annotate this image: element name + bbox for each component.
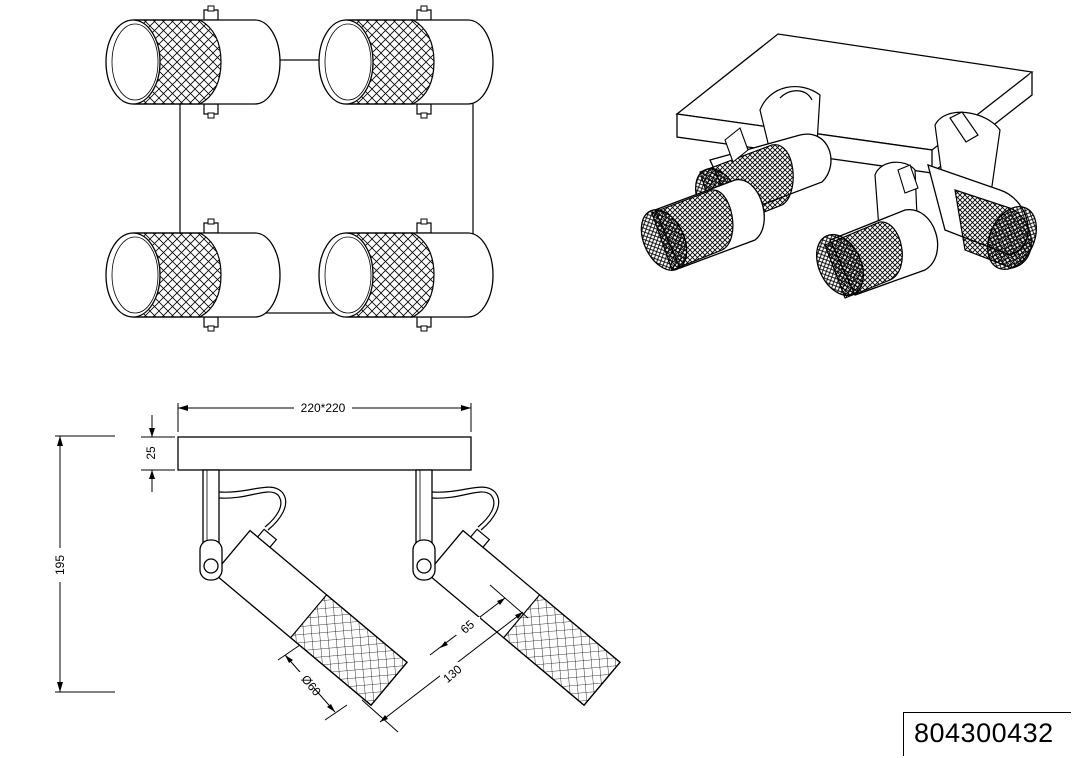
svg-text:25: 25 xyxy=(144,446,158,460)
iso-spotlight-2 xyxy=(640,127,765,271)
side-spotlight-left xyxy=(199,469,415,706)
spotlight-bottom-left xyxy=(105,218,281,332)
spotlight-top-right xyxy=(318,5,494,119)
dimension-shade-length: 130 xyxy=(361,584,529,733)
spotlight-top-left xyxy=(105,5,281,119)
dimension-mesh-length: 65 xyxy=(429,597,506,656)
top-view xyxy=(105,5,494,332)
dimension-total-height: 195 xyxy=(52,435,115,693)
svg-text:220*220: 220*220 xyxy=(301,401,346,415)
side-mounting-plate xyxy=(177,436,472,471)
iso-spotlight-4 xyxy=(816,161,939,299)
iso-spotlight-3 xyxy=(927,111,1037,270)
side-view: 220*220 25 195 xyxy=(52,399,628,733)
model-number-box: 804300432 xyxy=(903,712,1071,756)
dimension-plate-size: 220*220 xyxy=(177,399,472,432)
svg-text:195: 195 xyxy=(53,555,67,575)
model-number: 804300432 xyxy=(914,718,1054,748)
isometric-view xyxy=(640,33,1037,299)
spotlight-bottom-right xyxy=(318,218,494,332)
dimension-plate-thickness: 25 xyxy=(141,415,175,492)
